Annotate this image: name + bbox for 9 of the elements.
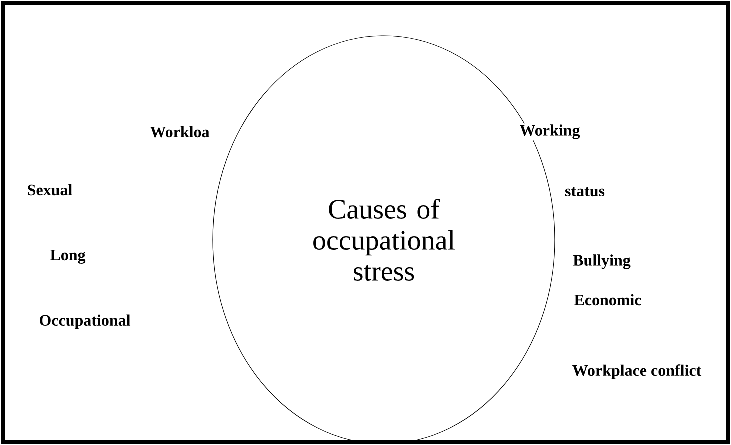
label: Bullying bbox=[572, 254, 632, 270]
label: Economic bbox=[573, 293, 643, 307]
label: status bbox=[564, 186, 606, 198]
label: Long bbox=[49, 249, 87, 265]
label: Sexual bbox=[26, 183, 74, 197]
label: Workloa bbox=[149, 125, 211, 139]
label: Working bbox=[518, 124, 582, 140]
label: Occupational bbox=[38, 314, 132, 330]
label: Workplace conflict bbox=[571, 364, 703, 380]
